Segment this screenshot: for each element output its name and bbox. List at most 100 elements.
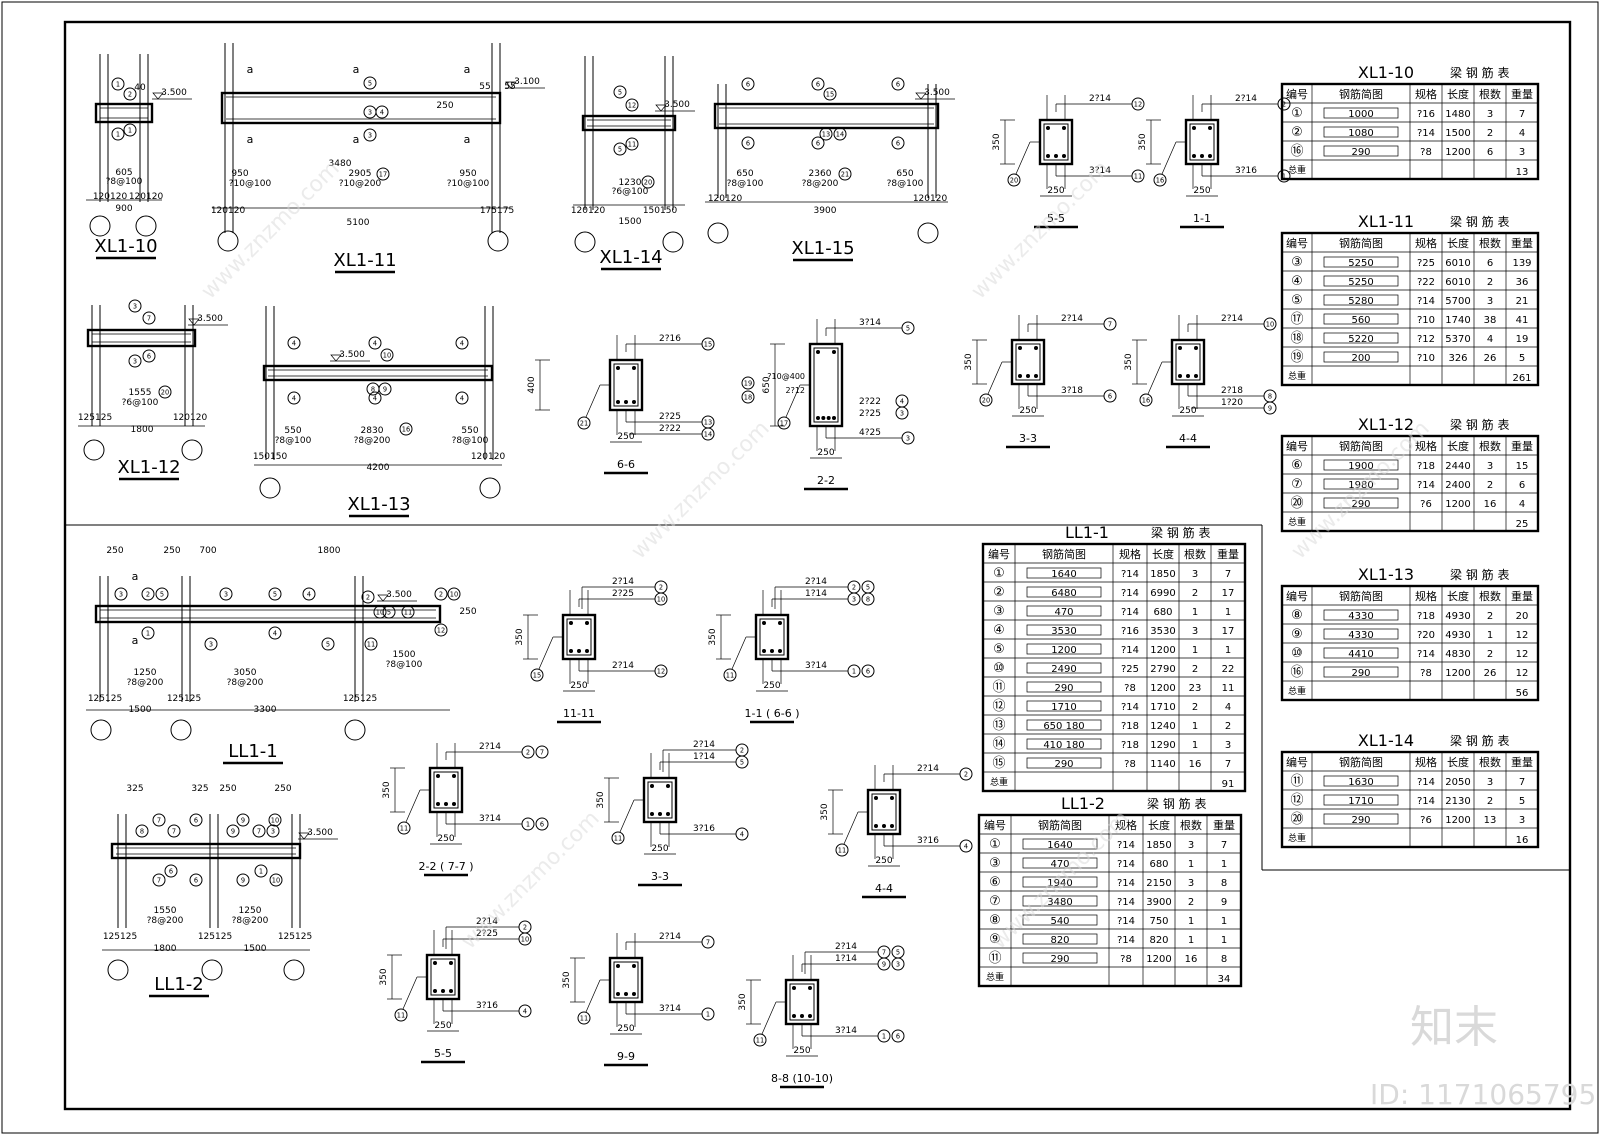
dim-label: 250 [875, 856, 892, 866]
mark-number: 3 [224, 590, 228, 598]
table-total-label: 总重 [986, 971, 1004, 983]
table-cell: 7 [1225, 759, 1231, 770]
rebar-dot [1178, 374, 1182, 378]
table-cell: 19 [1516, 334, 1529, 345]
table-total-value: 13 [1516, 167, 1529, 178]
rebar-dot [650, 812, 654, 816]
mark-number: 10 [271, 816, 279, 824]
rebar-dot [890, 796, 894, 800]
mark-number: 7 [540, 748, 544, 756]
dim-label: 120120 [913, 194, 948, 204]
mark-number: 11 [404, 608, 412, 616]
mark-circle [654, 580, 668, 594]
mark-number: 11 [838, 846, 846, 854]
watermark-site: www.znzmo.com [627, 416, 775, 564]
mark-circle [701, 337, 715, 351]
table-cell: ⑤ [1291, 293, 1303, 308]
table-cell: ⑥ [989, 875, 1001, 890]
table-total-label: 总重 [990, 776, 1008, 788]
rebar-label: 1?14 [835, 954, 857, 964]
mark-number: 1 [706, 1010, 710, 1018]
rebar-dot [1054, 154, 1058, 158]
rebar-shape-label: 200 [1351, 353, 1370, 364]
rebar-label: 3?16 [476, 1001, 498, 1011]
table-cell: ⑧ [989, 913, 1001, 928]
table-header: 长度 [1152, 547, 1174, 561]
rebar-dot [632, 992, 636, 996]
rebar-dot [1208, 154, 1212, 158]
dim-label: 550 [284, 426, 301, 436]
mark-number: 6 [896, 1032, 900, 1040]
section-title: 4-4 [1179, 432, 1197, 445]
rebar-label: 2?16 [659, 334, 681, 344]
mark-circle [701, 1007, 715, 1021]
rebar-label: 2?14 [1061, 314, 1083, 324]
stirrup-outline [430, 958, 456, 996]
axis-bubble [170, 719, 192, 741]
dim-label: 700 [199, 546, 216, 556]
rebar-dot [792, 1014, 796, 1018]
mark-circle [266, 824, 280, 838]
dim-label: 250 [274, 784, 291, 794]
elevation-label: 3.500 [161, 88, 187, 98]
elevation-label: 3.500 [339, 350, 365, 360]
mark-number: 8 [1268, 392, 1272, 400]
mark-circle [753, 1033, 767, 1047]
rebar-label: 2?12 [785, 386, 805, 395]
rebar-label: 2?14 [612, 661, 634, 671]
mark-number: 6 [147, 352, 151, 360]
mark-circle [382, 605, 396, 619]
axis-bubble [181, 439, 203, 461]
mark-circle [901, 431, 915, 445]
table-cell: 326 [1448, 353, 1467, 364]
axis-bubble [201, 959, 223, 981]
dim-label: ?10@200 [339, 179, 382, 189]
line [761, 1001, 777, 1035]
mark-number: 11 [580, 1014, 588, 1022]
table-cell: 5 [1519, 796, 1525, 807]
table-cell: ?16 [1417, 109, 1435, 120]
table-cell: 6 [1487, 258, 1493, 269]
rebar-shape [1022, 952, 1098, 964]
table-cell: 6 [1487, 147, 1493, 158]
table-cell: 1 [1225, 645, 1231, 656]
mark-circle [219, 587, 233, 601]
rebar-dot [444, 802, 448, 806]
table-cell: ⑩ [1291, 646, 1303, 661]
mark-number: 2 [128, 90, 132, 98]
rebar-shape [1026, 586, 1102, 598]
mark-circle [891, 77, 905, 91]
mark-circle [613, 142, 627, 156]
rebar-dot [624, 400, 628, 404]
mark-number: 5 [326, 640, 330, 648]
table-cell: 4 [1519, 128, 1525, 139]
section-title: 5-5 [434, 1047, 452, 1060]
rebar-dot [658, 812, 662, 816]
dim-label: ?8@200 [354, 436, 391, 446]
mark-circle [521, 745, 535, 759]
table-header: 长度 [1447, 755, 1469, 769]
dim-label: ?8@100 [106, 177, 143, 187]
mark-circle [268, 587, 282, 601]
table-cell: ?14 [1117, 897, 1135, 908]
table-cell: ⑦ [989, 894, 1001, 909]
mark-circle [861, 580, 875, 594]
table-cell: 2150 [1146, 878, 1171, 889]
rebar-dot [616, 964, 620, 968]
rebar-shape-label: 5250 [1348, 258, 1373, 269]
rebar-label: 2?14 [476, 917, 498, 927]
mark-circle [823, 87, 837, 101]
rebar-label: 2?22 [659, 424, 681, 434]
section-cut-label: a [247, 133, 254, 146]
rebar-label: 2?18 [1221, 386, 1243, 396]
rebar-shape [1323, 126, 1399, 138]
rebar-shape-label: 4330 [1348, 630, 1373, 641]
rebar-dot [808, 986, 812, 990]
rebar-label: 3?14 [859, 318, 881, 328]
mark-number: 15 [826, 90, 834, 98]
mark-circle [158, 385, 172, 399]
